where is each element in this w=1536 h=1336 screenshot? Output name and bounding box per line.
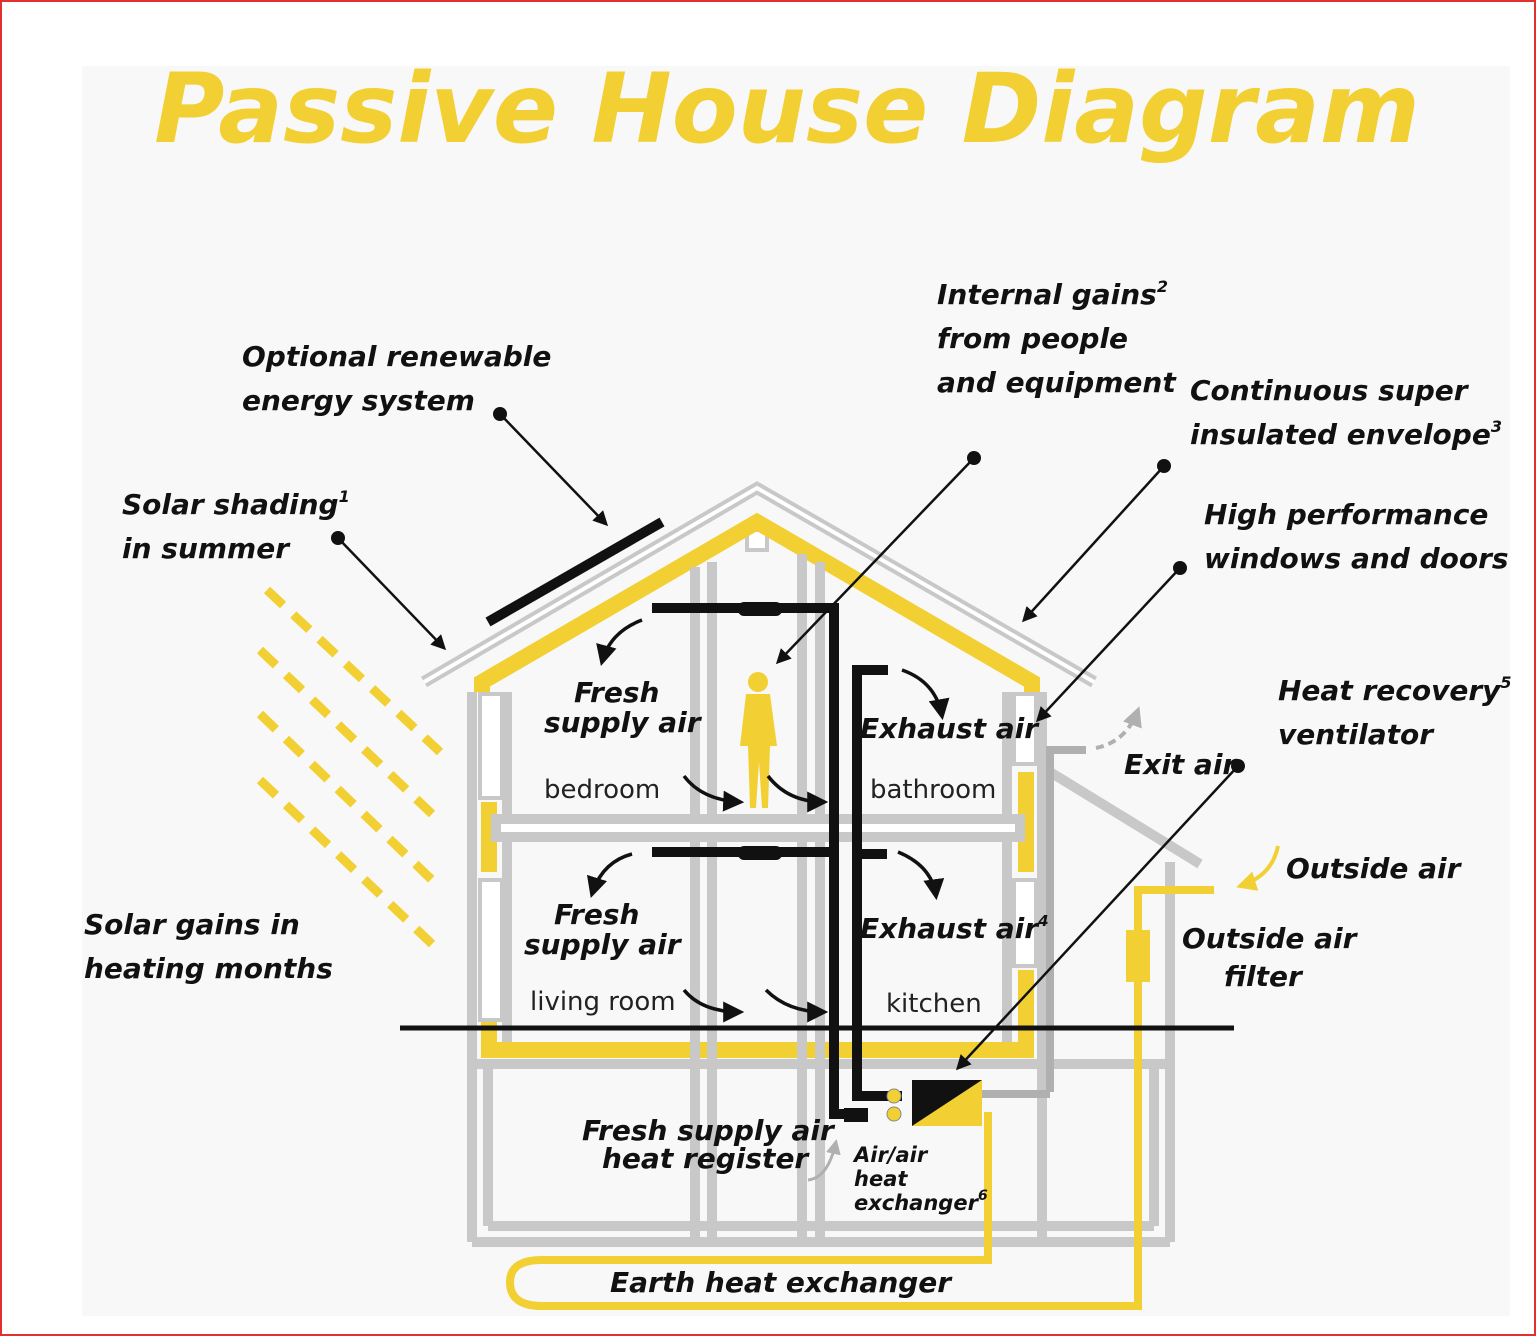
register-label-line2: heat register bbox=[602, 1142, 810, 1175]
diagram-title: Passive House Diagram bbox=[154, 53, 1420, 165]
outside-air-arrow bbox=[1236, 845, 1280, 891]
annex-roof bbox=[1047, 767, 1203, 869]
callout-leaders bbox=[337, 413, 1239, 1071]
callout-dots bbox=[331, 407, 1245, 773]
hx-label-line3: exchanger6 bbox=[854, 1188, 988, 1215]
fresh-air-upper-line2: supply air bbox=[544, 706, 703, 739]
shading-label-line2: in summer bbox=[122, 532, 291, 565]
fresh-air-lower-line2: supply air bbox=[524, 928, 683, 961]
solar-panel bbox=[485, 517, 665, 627]
internal-gains-label-line1: Internal gains2 bbox=[937, 277, 1168, 311]
internal-gains-label-line2: from people bbox=[937, 322, 1128, 355]
room-bedroom: bedroom bbox=[544, 775, 660, 805]
heat-recovery-unit bbox=[844, 1080, 1050, 1126]
room-living-room: living room bbox=[530, 987, 676, 1017]
solar-gains-label-line2: heating months bbox=[84, 952, 333, 985]
hrv-text: Heat recovery bbox=[1278, 674, 1502, 707]
insulated-envelope bbox=[474, 512, 1040, 1058]
internal-gains-label-line3: and equipment bbox=[937, 366, 1177, 399]
exit-air-label: Exit air bbox=[1124, 748, 1238, 781]
hx-label-line2: heat bbox=[854, 1167, 908, 1191]
sun-rays bbox=[256, 586, 444, 948]
shading-label-line1: Solar shading1 bbox=[122, 487, 350, 521]
fresh-air-lower-line1: Fresh bbox=[554, 898, 639, 931]
earth-exchanger-label: Earth heat exchanger bbox=[610, 1266, 953, 1299]
register-label-line1: Fresh supply air bbox=[582, 1114, 836, 1147]
person-icon bbox=[740, 672, 777, 808]
hrv-sup: 5 bbox=[1500, 673, 1511, 692]
hx-sup: 6 bbox=[978, 1188, 988, 1204]
duct-damper-upper bbox=[738, 602, 782, 616]
envelope-label-line2: insulated envelope3 bbox=[1190, 417, 1502, 451]
renewable-label-line1: Optional renewable bbox=[242, 340, 551, 373]
envelope-label-line1: Continuous super bbox=[1190, 374, 1470, 407]
fresh-air-upper-line1: Fresh bbox=[574, 676, 659, 709]
solar-gains-label-line1: Solar gains in bbox=[84, 908, 300, 941]
airflow-arrows bbox=[586, 618, 950, 1023]
windows bbox=[478, 692, 1038, 1022]
hx-text: exchanger bbox=[854, 1191, 980, 1215]
internal-gains-text: Internal gains bbox=[937, 278, 1157, 311]
filter-label-line2: filter bbox=[1224, 960, 1304, 993]
outside-air-filter bbox=[1126, 930, 1150, 982]
duct-damper-lower bbox=[738, 846, 782, 860]
room-bathroom: bathroom bbox=[870, 775, 996, 805]
hrv-label-line1: Heat recovery5 bbox=[1278, 673, 1512, 707]
hx-label-line1: Air/air bbox=[852, 1143, 929, 1167]
windows-label-line1: High performance bbox=[1204, 498, 1488, 531]
register-arrow bbox=[807, 1139, 841, 1182]
shading-text: Solar shading bbox=[122, 488, 339, 521]
exhaust-lower-sup: 4 bbox=[1037, 912, 1048, 930]
filter-label-line1: Outside air bbox=[1182, 922, 1359, 955]
exit-air-duct bbox=[1046, 746, 1086, 1092]
envelope-text: insulated envelope bbox=[1190, 418, 1491, 451]
envelope-sup: 3 bbox=[1491, 417, 1502, 436]
internal-gains-sup: 2 bbox=[1157, 277, 1168, 296]
exhaust-lower-text: Exhaust air bbox=[860, 912, 1040, 945]
renewable-label-line2: energy system bbox=[242, 384, 475, 417]
diagram-background bbox=[82, 66, 1510, 1316]
exhaust-air-upper: Exhaust air bbox=[860, 712, 1040, 745]
windows-label-line2: windows and doors bbox=[1204, 542, 1509, 575]
ventilation-ducts bbox=[652, 603, 902, 1119]
room-kitchen: kitchen bbox=[886, 989, 982, 1019]
hrv-label-line2: ventilator bbox=[1278, 718, 1435, 751]
exhaust-air-lower: Exhaust air4 bbox=[860, 912, 1049, 945]
outside-air-label: Outside air bbox=[1286, 852, 1463, 885]
roof-frame bbox=[420, 481, 1097, 688]
earth-heat-exchanger-loop bbox=[505, 886, 1214, 1310]
shading-sup: 1 bbox=[339, 487, 350, 506]
exit-air-arrow bbox=[1095, 706, 1142, 750]
